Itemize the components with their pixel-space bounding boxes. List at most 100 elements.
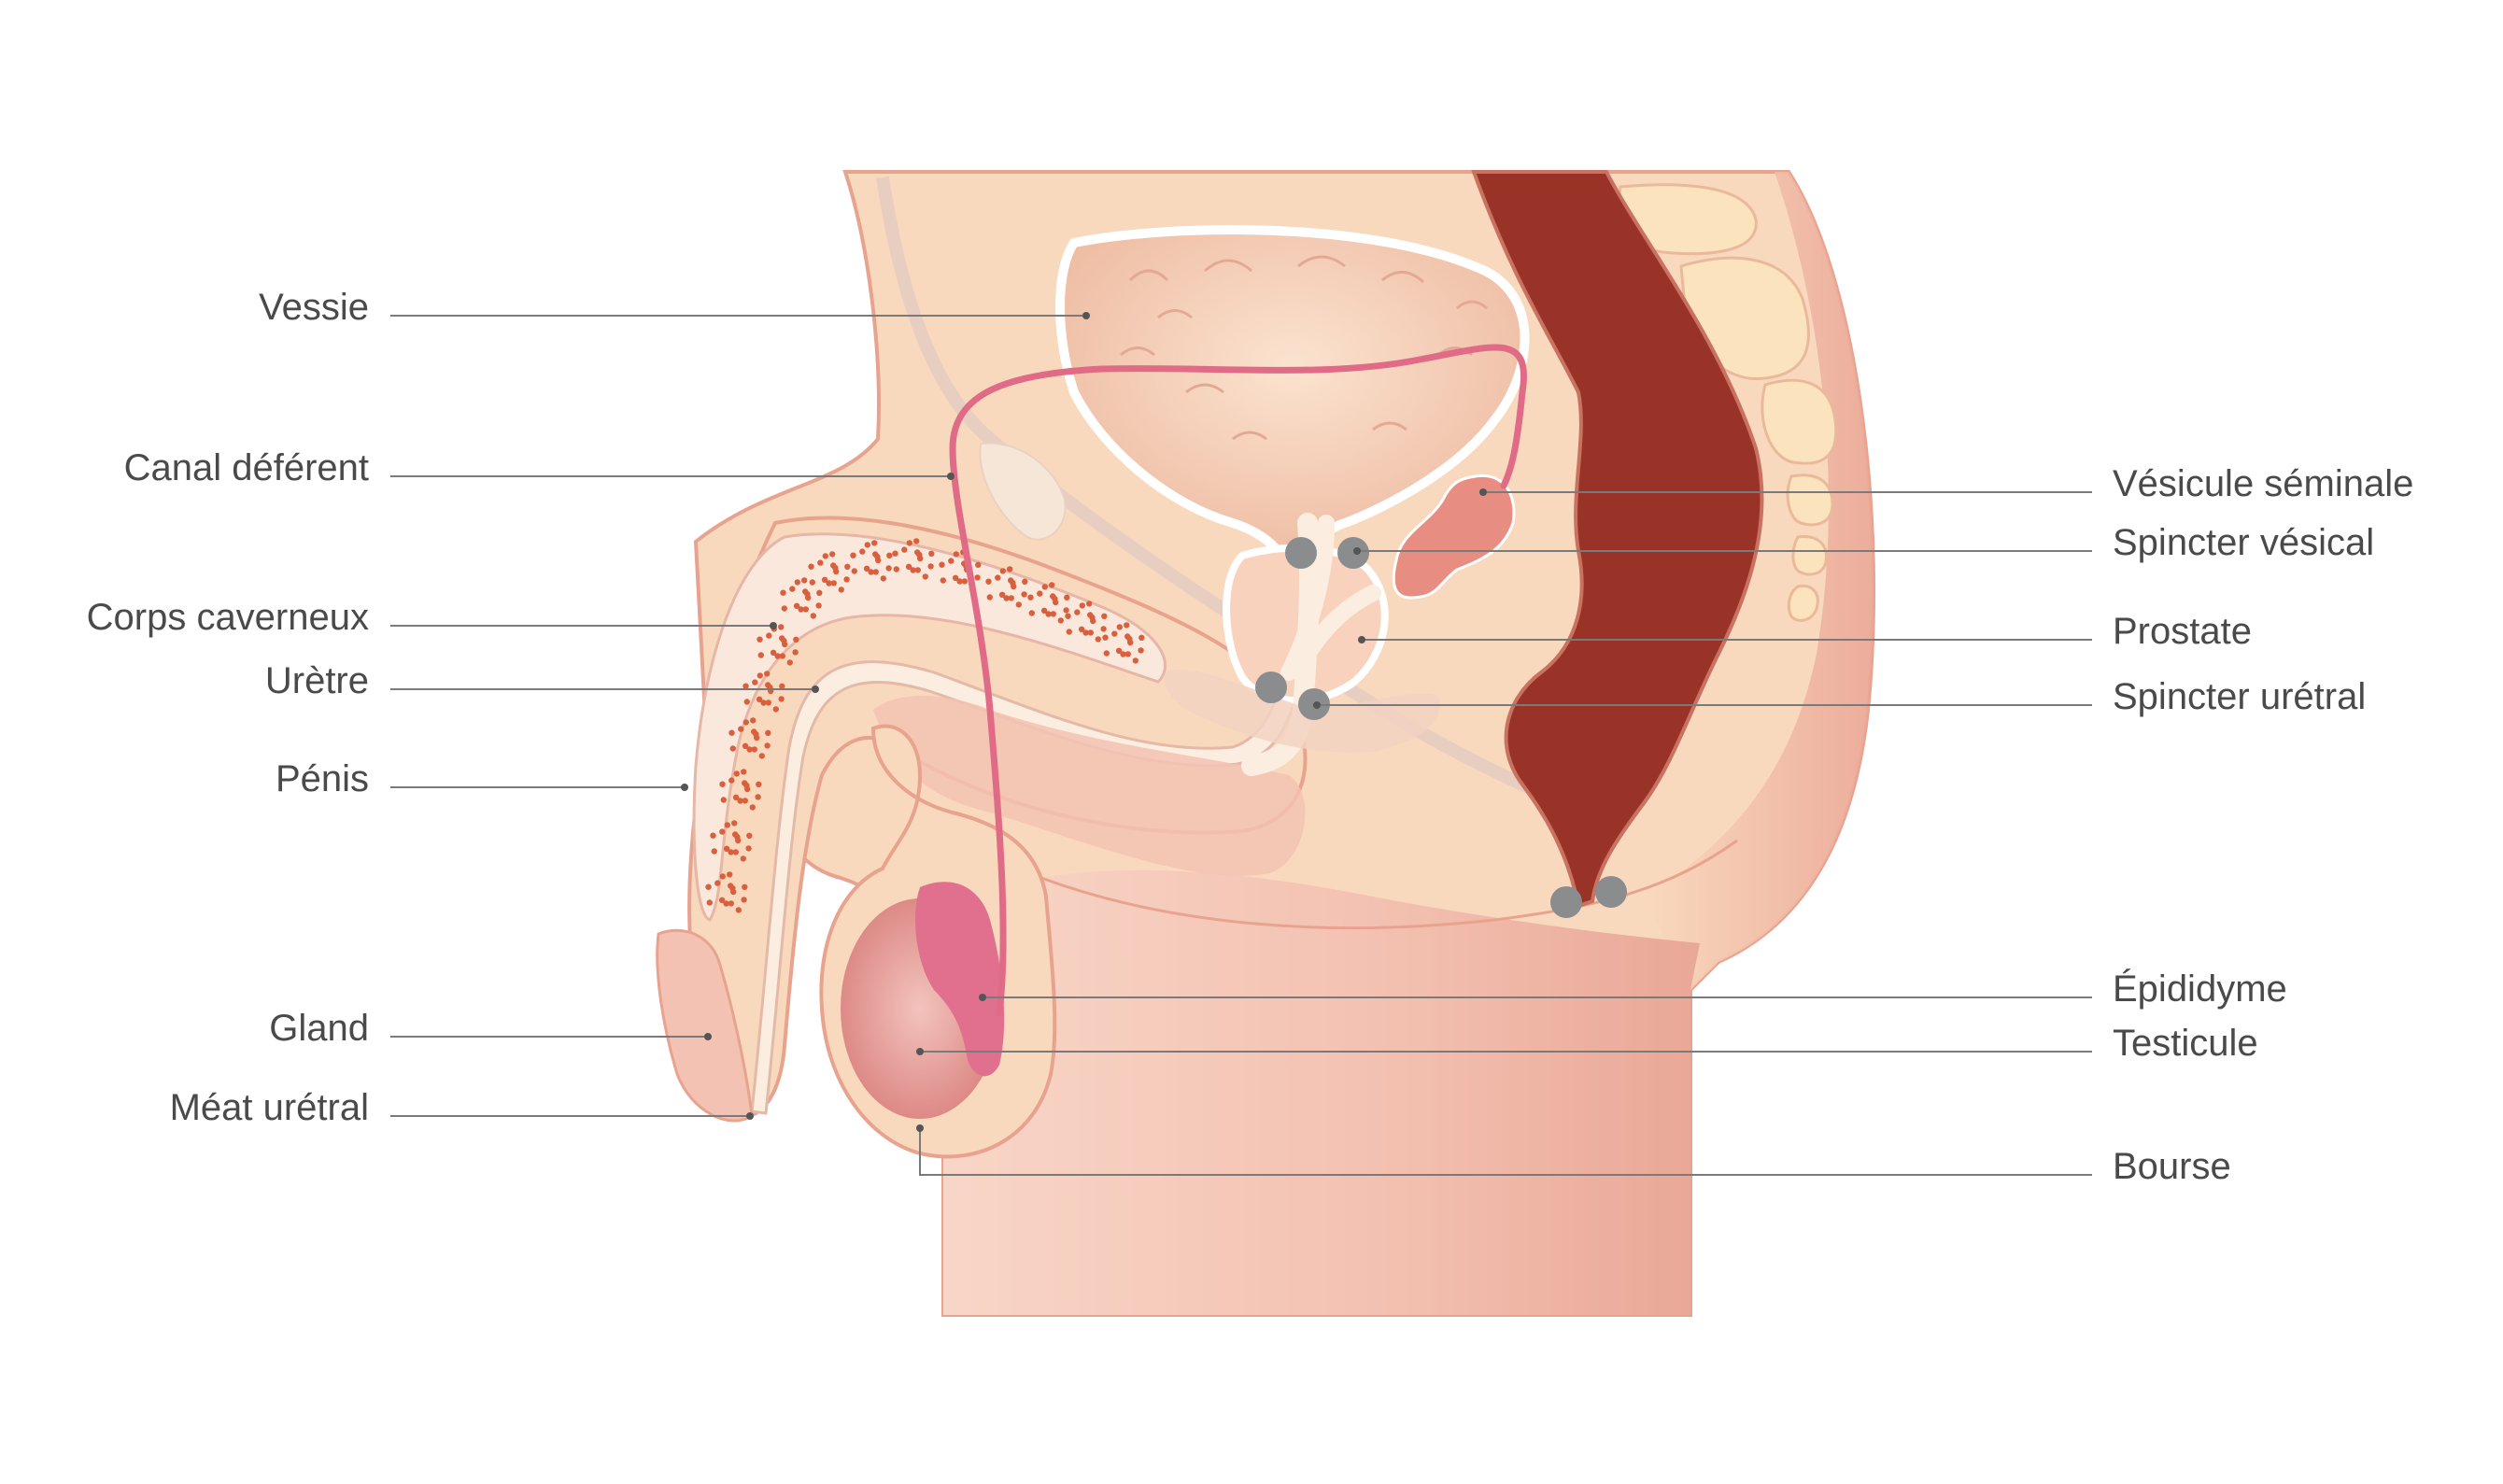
cavernous-dot — [939, 561, 945, 568]
bulb-shape — [873, 696, 1306, 876]
cavernous-dot — [742, 883, 748, 890]
cavernous-dot — [718, 897, 726, 903]
bladder — [1055, 225, 1530, 574]
cavernous-dot — [1022, 578, 1028, 585]
cavernous-dot — [742, 683, 749, 689]
leader-dot — [1313, 701, 1321, 709]
cavernous-dot — [1086, 601, 1093, 607]
leader-dot — [1082, 312, 1090, 319]
bladder-fold — [1157, 309, 1193, 319]
cavernous-dot — [953, 551, 959, 558]
label-prostate: Prostate — [2113, 611, 2252, 652]
cavernous-dot — [778, 696, 785, 702]
cavernous-dot — [798, 606, 804, 613]
leader-dot — [1479, 488, 1487, 496]
cavernous-dot — [1015, 601, 1023, 608]
rectum — [1471, 170, 1764, 909]
label-spincter-uretral: Spincter urétral — [2113, 676, 2366, 717]
bladder-fold — [1128, 269, 1169, 282]
label-penis: Pénis — [276, 758, 369, 799]
cavernous-dot — [940, 577, 946, 584]
cavernous-dot — [914, 567, 921, 573]
cavernous-dot — [705, 883, 712, 890]
bladder-fold — [1297, 255, 1346, 268]
cavernous-dot — [817, 559, 824, 566]
cavernous-dot — [1066, 629, 1073, 635]
cavernous-dot — [741, 769, 747, 775]
cavernous-dot — [756, 781, 762, 787]
cavernous-dot — [821, 576, 828, 583]
cavernous-dot — [779, 653, 785, 659]
cavernous-dot — [735, 907, 742, 913]
cavernous-dot — [864, 542, 870, 548]
corpus-cavernosum — [692, 532, 1167, 922]
label-corps-caverneux: Corps caverneux — [87, 597, 369, 638]
cavernous-dot — [729, 745, 736, 752]
cavernous-dot — [733, 770, 740, 777]
cavernous-dot — [1074, 609, 1081, 615]
cavernous-dot — [765, 729, 771, 736]
cavernous-dot — [1050, 593, 1056, 600]
label-testicule: Testicule — [2113, 1023, 2258, 1064]
cavernous-dot — [844, 563, 851, 570]
bladder-fold — [1185, 383, 1224, 394]
cavernous-dot — [1008, 595, 1015, 601]
leader-dot — [979, 994, 986, 1001]
cavernous-dot — [779, 683, 785, 689]
cavernous-dot — [1116, 624, 1124, 630]
cavernous-dot — [793, 636, 799, 643]
cavernous-dot — [789, 586, 796, 592]
cavernous-dots — [705, 538, 1145, 913]
cavernous-dot — [1082, 629, 1089, 636]
vertebra — [1786, 473, 1834, 527]
cavernous-dot — [710, 832, 716, 839]
bladder-fold — [1120, 346, 1155, 357]
cavernous-dot — [719, 828, 726, 835]
cavernous-dot — [723, 900, 729, 907]
cavernous-dot — [851, 568, 857, 574]
cavernous-dot — [742, 719, 749, 726]
cavernous-dot — [793, 602, 800, 609]
cavernous-dot — [1124, 651, 1132, 657]
cavernous-dot — [922, 573, 928, 580]
cavernous-dot — [863, 565, 870, 572]
leader-dot — [1353, 547, 1361, 555]
vertebra — [1791, 534, 1828, 576]
cavernous-dot — [742, 742, 749, 749]
leader-dot — [916, 1048, 924, 1055]
cavernous-dot — [808, 563, 814, 570]
cavernous-dot — [810, 613, 816, 619]
cavernous-dot — [1057, 617, 1065, 624]
cavernous-dot — [731, 820, 738, 827]
urethral-sphincter-left — [1255, 671, 1287, 703]
cavernous-dot — [809, 579, 815, 586]
cavernous-dot — [1124, 622, 1130, 629]
cavernous-dot — [1021, 591, 1027, 598]
cavernous-dot — [1045, 611, 1052, 617]
cavernous-dot — [757, 636, 763, 643]
cavernous-dot — [728, 777, 735, 784]
cavernous-dot — [1037, 590, 1043, 597]
cavernous-dot — [859, 548, 866, 555]
cavernous-dot — [742, 780, 748, 786]
cavernous-dot — [719, 873, 726, 880]
vertebra — [1761, 378, 1838, 465]
leader-dot — [681, 784, 688, 791]
cavernous-dot — [1078, 626, 1085, 632]
cavernous-dot — [880, 575, 886, 582]
cavernous-dot — [974, 574, 981, 581]
cavernous-dot — [998, 591, 1006, 598]
cavernous-dot — [728, 849, 734, 855]
cavernous-dot — [829, 551, 836, 558]
cavernous-dot — [706, 899, 713, 906]
label-epididyme: Épididyme — [2113, 968, 2287, 1010]
cavernous-dot — [838, 587, 844, 593]
labels-left: Vessie Canal déférent Corps caverneux Ur… — [87, 287, 369, 1128]
cavernous-dot — [1100, 626, 1107, 632]
leader-dot — [916, 1124, 924, 1132]
cavernous-dot — [751, 728, 757, 735]
seminal-vesicle — [1392, 473, 1516, 600]
cavernous-dot — [757, 652, 764, 658]
cavernous-dot — [794, 579, 800, 586]
cavernous-dot — [928, 550, 935, 557]
